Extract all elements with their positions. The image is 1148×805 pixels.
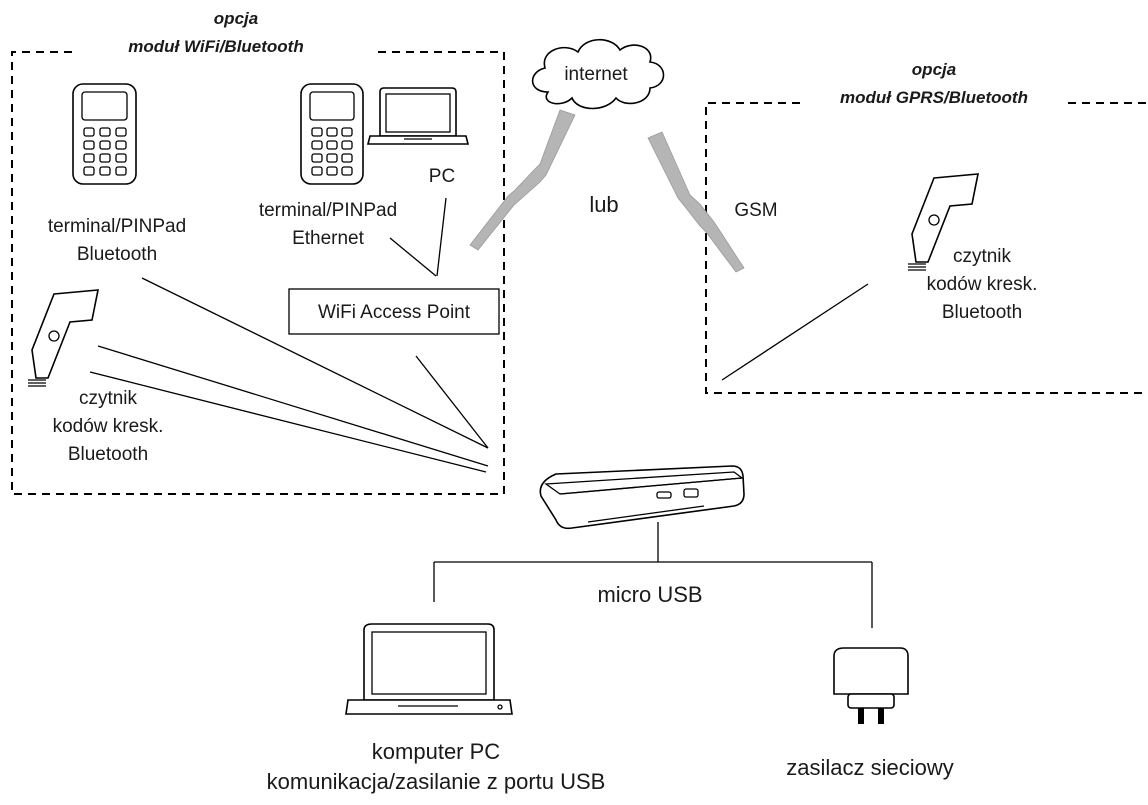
link-access-point	[415, 355, 489, 449]
computer-label: komunikacja/zasilanie z portu USB	[267, 769, 606, 794]
link-pinpad-bluetooth	[141, 277, 489, 449]
barcode-scanner-left-icon	[28, 289, 99, 387]
scanner-left-label: Bluetooth	[68, 444, 148, 465]
scanner-left-label: czytnik	[79, 388, 138, 409]
internet-label: internet	[564, 64, 628, 85]
link-scanner-left	[97, 345, 489, 467]
scanner-right-label: kodów kresk.	[927, 274, 1038, 295]
pinpad-bluetooth-label: terminal/PINPad	[48, 216, 186, 237]
computer-label: komputer PC	[372, 739, 500, 764]
gprs-option-boundary	[705, 102, 1146, 394]
barcode-scanner-right-icon	[908, 173, 979, 271]
wifi-option-subtitle: moduł WiFi/Bluetooth	[128, 37, 303, 56]
pinpad-bluetooth-label: Bluetooth	[77, 244, 157, 265]
pinpad-ethernet-label: terminal/PINPad	[259, 200, 397, 221]
link-pc	[436, 197, 447, 277]
gprs-option-subtitle: moduł GPRS/Bluetooth	[840, 88, 1028, 107]
central-device-icon	[539, 465, 745, 530]
scanner-left-label: kodów kresk.	[53, 416, 164, 437]
or-label: lub	[589, 192, 618, 217]
pinpad-bluetooth-icon	[72, 83, 137, 185]
wifi-option-title: opcja	[214, 9, 258, 28]
wifi-option-boundary	[11, 51, 505, 495]
pc-laptop-icon	[366, 87, 470, 145]
pinpad-ethernet-icon	[300, 83, 364, 185]
pinpad-ethernet-label: Ethernet	[292, 228, 365, 249]
internet-cloud-icon	[531, 38, 665, 110]
scanner-right-label: Bluetooth	[942, 302, 1022, 323]
link-scanner-left-lower	[89, 371, 487, 473]
gsm-label: GSM	[734, 200, 777, 221]
wifi-access-point-box	[288, 288, 500, 335]
computer-laptop-icon	[345, 623, 513, 715]
power-supply-label: zasilacz sieciowy	[786, 755, 954, 780]
micro-usb-label: micro USB	[597, 582, 702, 607]
gprs-option-title: opcja	[912, 60, 956, 79]
power-supply-icon	[833, 647, 909, 724]
wifi-access-point-label: WiFi Access Point	[318, 302, 471, 323]
link-pinpad-ethernet	[389, 237, 437, 277]
wifi-internet-link-bolt	[469, 109, 576, 251]
pc-label: PC	[429, 166, 455, 187]
gsm-link-bolt	[647, 131, 745, 273]
scanner-right-label: czytnik	[953, 246, 1012, 267]
link-scanner-right	[721, 283, 869, 381]
